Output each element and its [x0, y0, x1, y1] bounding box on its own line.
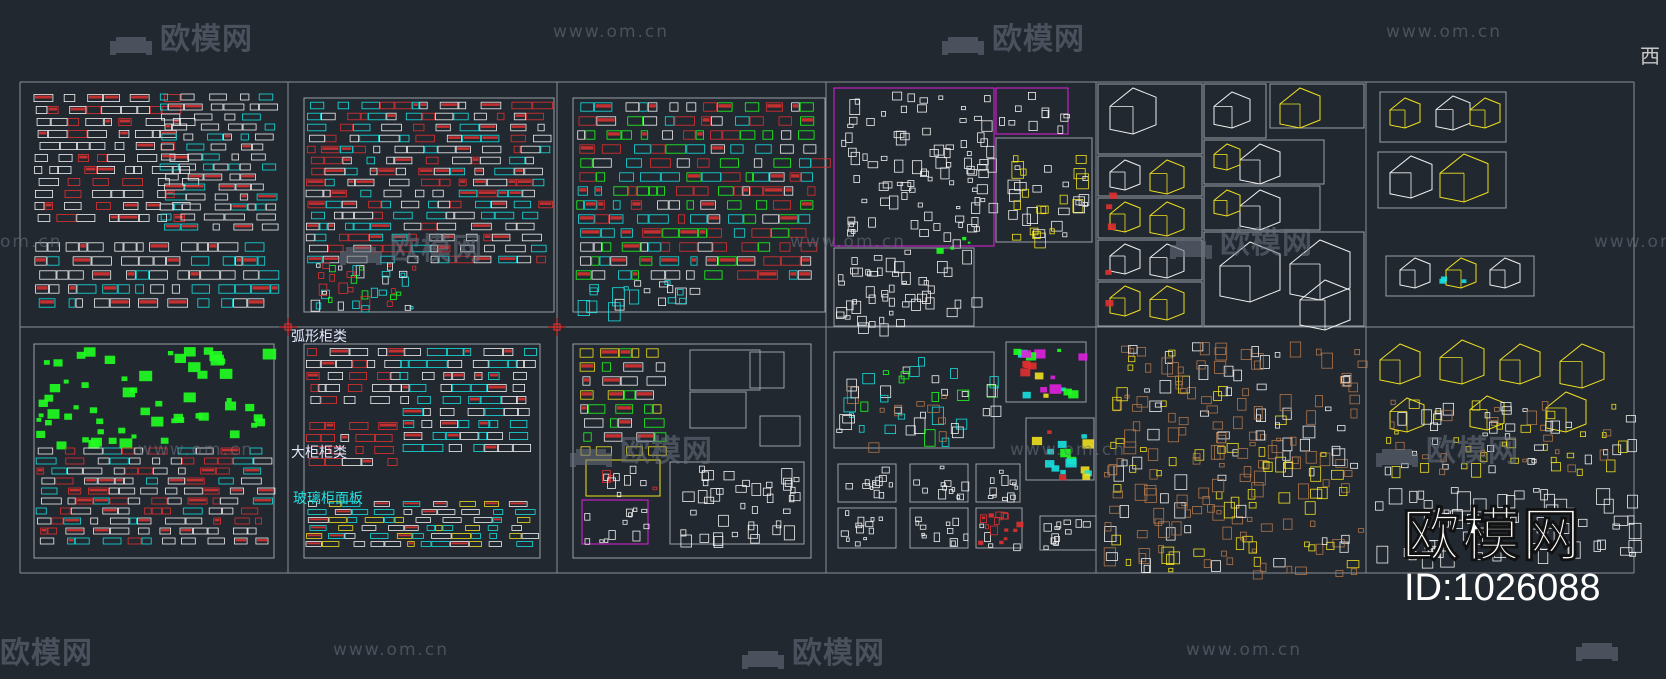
sheet-grid [19, 81, 1635, 574]
overlay-brand: 欧模网 [1401, 501, 1583, 570]
corner-label: 西 [1640, 44, 1660, 68]
cad-drawing-canvas[interactable] [0, 0, 1666, 664]
cad-label-glass-panel: 玻璃柜面板 [293, 491, 363, 507]
cad-label-wardrobe: 大柜柜类 [291, 445, 347, 461]
red-crosshairs [279, 318, 566, 336]
drawing-content [33, 83, 1642, 580]
cad-label-arc-cabinet: 弧形柜类 [291, 329, 347, 345]
overlay-id: ID:1026088 [1404, 567, 1601, 609]
